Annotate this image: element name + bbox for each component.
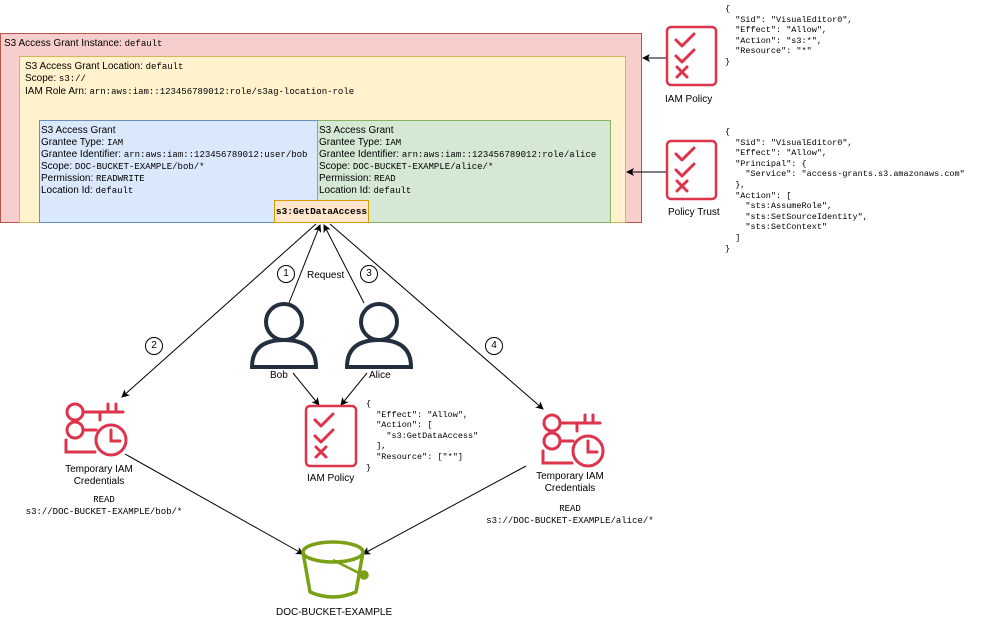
grantee-identifier-value: arn:aws:iam::123456789012:role/alice <box>401 150 597 160</box>
step-3-badge: 3 <box>360 265 378 283</box>
arrow-bob-to-policy <box>292 372 320 406</box>
grant-title: S3 Access Grant <box>319 125 394 136</box>
grant-scope-value: DOC-BUCKET-EXAMPLE/bob/* <box>74 162 205 172</box>
request-label: Request <box>307 270 345 281</box>
grant-permission-value: READWRITE <box>96 174 145 184</box>
access-grant-alice-details: S3 Access Grant Grantee Type: IAM Grante… <box>319 125 596 197</box>
instance-title: S3 Access Grant Instance: default <box>4 38 162 50</box>
arrow-creds-to-bob-side <box>121 223 317 398</box>
get-data-access-box: s3:GetDataAccess <box>274 200 369 223</box>
temporary-credentials-left-permission: READ s3://DOC-BUCKET-EXAMPLE/bob/* <box>10 494 198 518</box>
step-1-badge: 1 <box>277 265 295 283</box>
arrow-alice-to-policy <box>340 372 368 406</box>
grant-permission-label: Permission: <box>319 173 372 184</box>
temporary-credentials-right-permission: READ s3://DOC-BUCKET-EXAMPLE/alice/* <box>470 503 670 527</box>
location-role-value: arn:aws:iam::123456789012:role/s3ag-loca… <box>89 87 355 97</box>
bob-label: Bob <box>270 370 288 381</box>
creds-left-label-line2: Credentials <box>73 476 125 487</box>
bucket-label: DOC-BUCKET-EXAMPLE <box>276 607 393 618</box>
grantee-identifier-label: Grantee Identifier: <box>319 149 400 160</box>
location-name-value: default <box>145 62 184 72</box>
location-role-line: IAM Role Arn: arn:aws:iam::123456789012:… <box>25 86 354 98</box>
grant-location-label: Location Id: <box>319 185 371 196</box>
iam-policy-mid-json: { "Effect": "Allow", "Action": [ "s3:Get… <box>366 399 479 473</box>
location-scope-label: Scope: <box>25 73 57 84</box>
location-name-label: S3 Access Grant Location: <box>25 61 143 72</box>
grant-type-line: Grantee Type: IAM <box>41 137 307 149</box>
creds-right-label-line2: Credentials <box>544 483 596 494</box>
instance-label: S3 Access Grant Instance: <box>4 38 122 49</box>
creds-left-perm: READ <box>93 495 115 505</box>
alice-label: Alice <box>369 370 391 381</box>
iam-policy-mid-label: IAM Policy <box>307 473 355 484</box>
grantee-type-label: Grantee Type: <box>319 137 383 148</box>
grant-title: S3 Access Grant <box>41 125 116 136</box>
policy-trust-label: Policy Trust <box>668 207 720 218</box>
grant-identifier-line: Grantee Identifier: arn:aws:iam::1234567… <box>319 149 596 161</box>
creds-left-label-line1: Temporary IAM <box>65 464 133 475</box>
grant-permission-label: Permission: <box>41 173 94 184</box>
grantee-type-label: Grantee Type: <box>41 137 105 148</box>
grant-permission-line: Permission: READ <box>319 173 596 185</box>
grant-scope-line: Scope: DOC-BUCKET-EXAMPLE/bob/* <box>41 161 307 173</box>
grant-permission-value: READ <box>374 174 396 184</box>
arrow-creds-to-alice-side <box>329 223 544 410</box>
creds-right-label-line1: Temporary IAM <box>536 471 604 482</box>
grant-scope-label: Scope: <box>319 161 351 172</box>
temporary-credentials-left-caption: Temporary IAM Credentials <box>58 464 140 488</box>
arrow-left-creds-to-bucket <box>124 453 304 555</box>
arrow-right-creds-to-bucket <box>362 465 527 555</box>
location-role-label: IAM Role Arn: <box>25 86 87 97</box>
grant-scope-value: DOC-BUCKET-EXAMPLE/alice/* <box>352 162 494 172</box>
grantee-identifier-value: arn:aws:iam::123456789012:user/bob <box>123 150 308 160</box>
step-2-badge: 2 <box>145 337 163 355</box>
grant-type-line: Grantee Type: IAM <box>319 137 596 149</box>
grant-location-value: default <box>95 186 134 196</box>
grant-location-line: Location Id: default <box>41 185 307 197</box>
grantee-identifier-label: Grantee Identifier: <box>41 149 122 160</box>
location-scope-line: Scope: s3:// <box>25 73 86 85</box>
step-4-badge: 4 <box>485 337 503 355</box>
iam-policy-top-json: { "Sid": "VisualEditor0", "Effect": "All… <box>725 4 853 67</box>
grant-location-label: Location Id: <box>41 185 93 196</box>
creds-left-path: s3://DOC-BUCKET-EXAMPLE/bob/* <box>25 507 183 517</box>
location-scope-value: s3:// <box>58 74 86 84</box>
access-grant-bob-box <box>39 120 318 223</box>
instance-value: default <box>124 39 163 49</box>
location-name-line: S3 Access Grant Location: default <box>25 61 183 73</box>
grantee-type-value: IAM <box>106 138 124 148</box>
iam-policy-top-label: IAM Policy <box>665 94 713 105</box>
arrow-bob-request <box>288 224 322 304</box>
grantee-type-value: IAM <box>384 138 402 148</box>
grant-permission-line: Permission: READWRITE <box>41 173 307 185</box>
access-grant-bob-details: S3 Access Grant Grantee Type: IAM Grante… <box>41 125 307 197</box>
temporary-credentials-right-caption: Temporary IAM Credentials <box>529 471 611 495</box>
policy-trust-json: { "Sid": "VisualEditor0", "Effect": "All… <box>725 127 965 254</box>
grant-scope-label: Scope: <box>41 161 73 172</box>
grant-location-value: default <box>373 186 412 196</box>
arrow-alice-request <box>323 224 365 304</box>
creds-right-perm: READ <box>559 504 581 514</box>
grant-location-line: Location Id: default <box>319 185 596 197</box>
grant-scope-line: Scope: DOC-BUCKET-EXAMPLE/alice/* <box>319 161 596 173</box>
grant-identifier-line: Grantee Identifier: arn:aws:iam::1234567… <box>41 149 307 161</box>
creds-right-path: s3://DOC-BUCKET-EXAMPLE/alice/* <box>486 516 654 526</box>
